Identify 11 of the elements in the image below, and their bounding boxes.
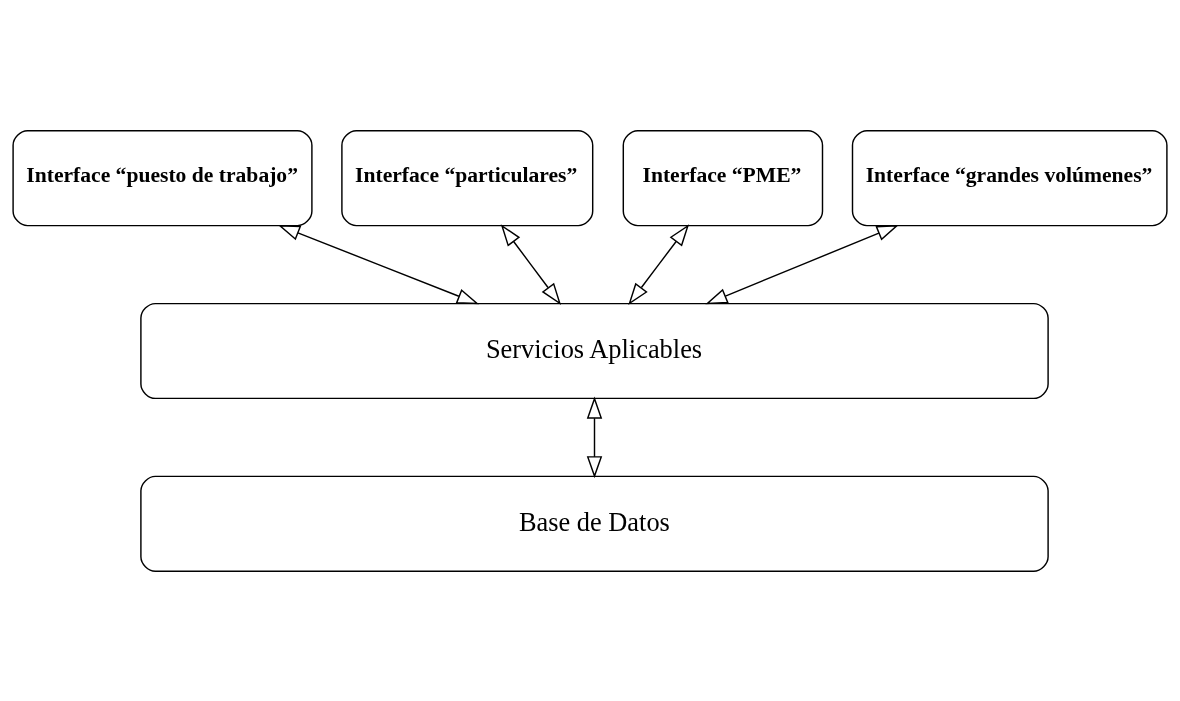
node-box: Servicios Aplicables bbox=[140, 302, 1049, 399]
arrow bbox=[277, 224, 480, 304]
arrow bbox=[500, 223, 562, 305]
node-box: Base de Datos bbox=[140, 475, 1049, 572]
node-box: Interface “PME” bbox=[622, 129, 824, 226]
node-box: Interface “grandes volúmenes” bbox=[851, 129, 1168, 226]
node-box: Interface “particulares” bbox=[341, 129, 594, 226]
node-box: Interface “puesto de trabajo” bbox=[12, 129, 313, 226]
arrow bbox=[628, 223, 690, 305]
arrow bbox=[586, 396, 603, 478]
arrow bbox=[705, 224, 899, 304]
